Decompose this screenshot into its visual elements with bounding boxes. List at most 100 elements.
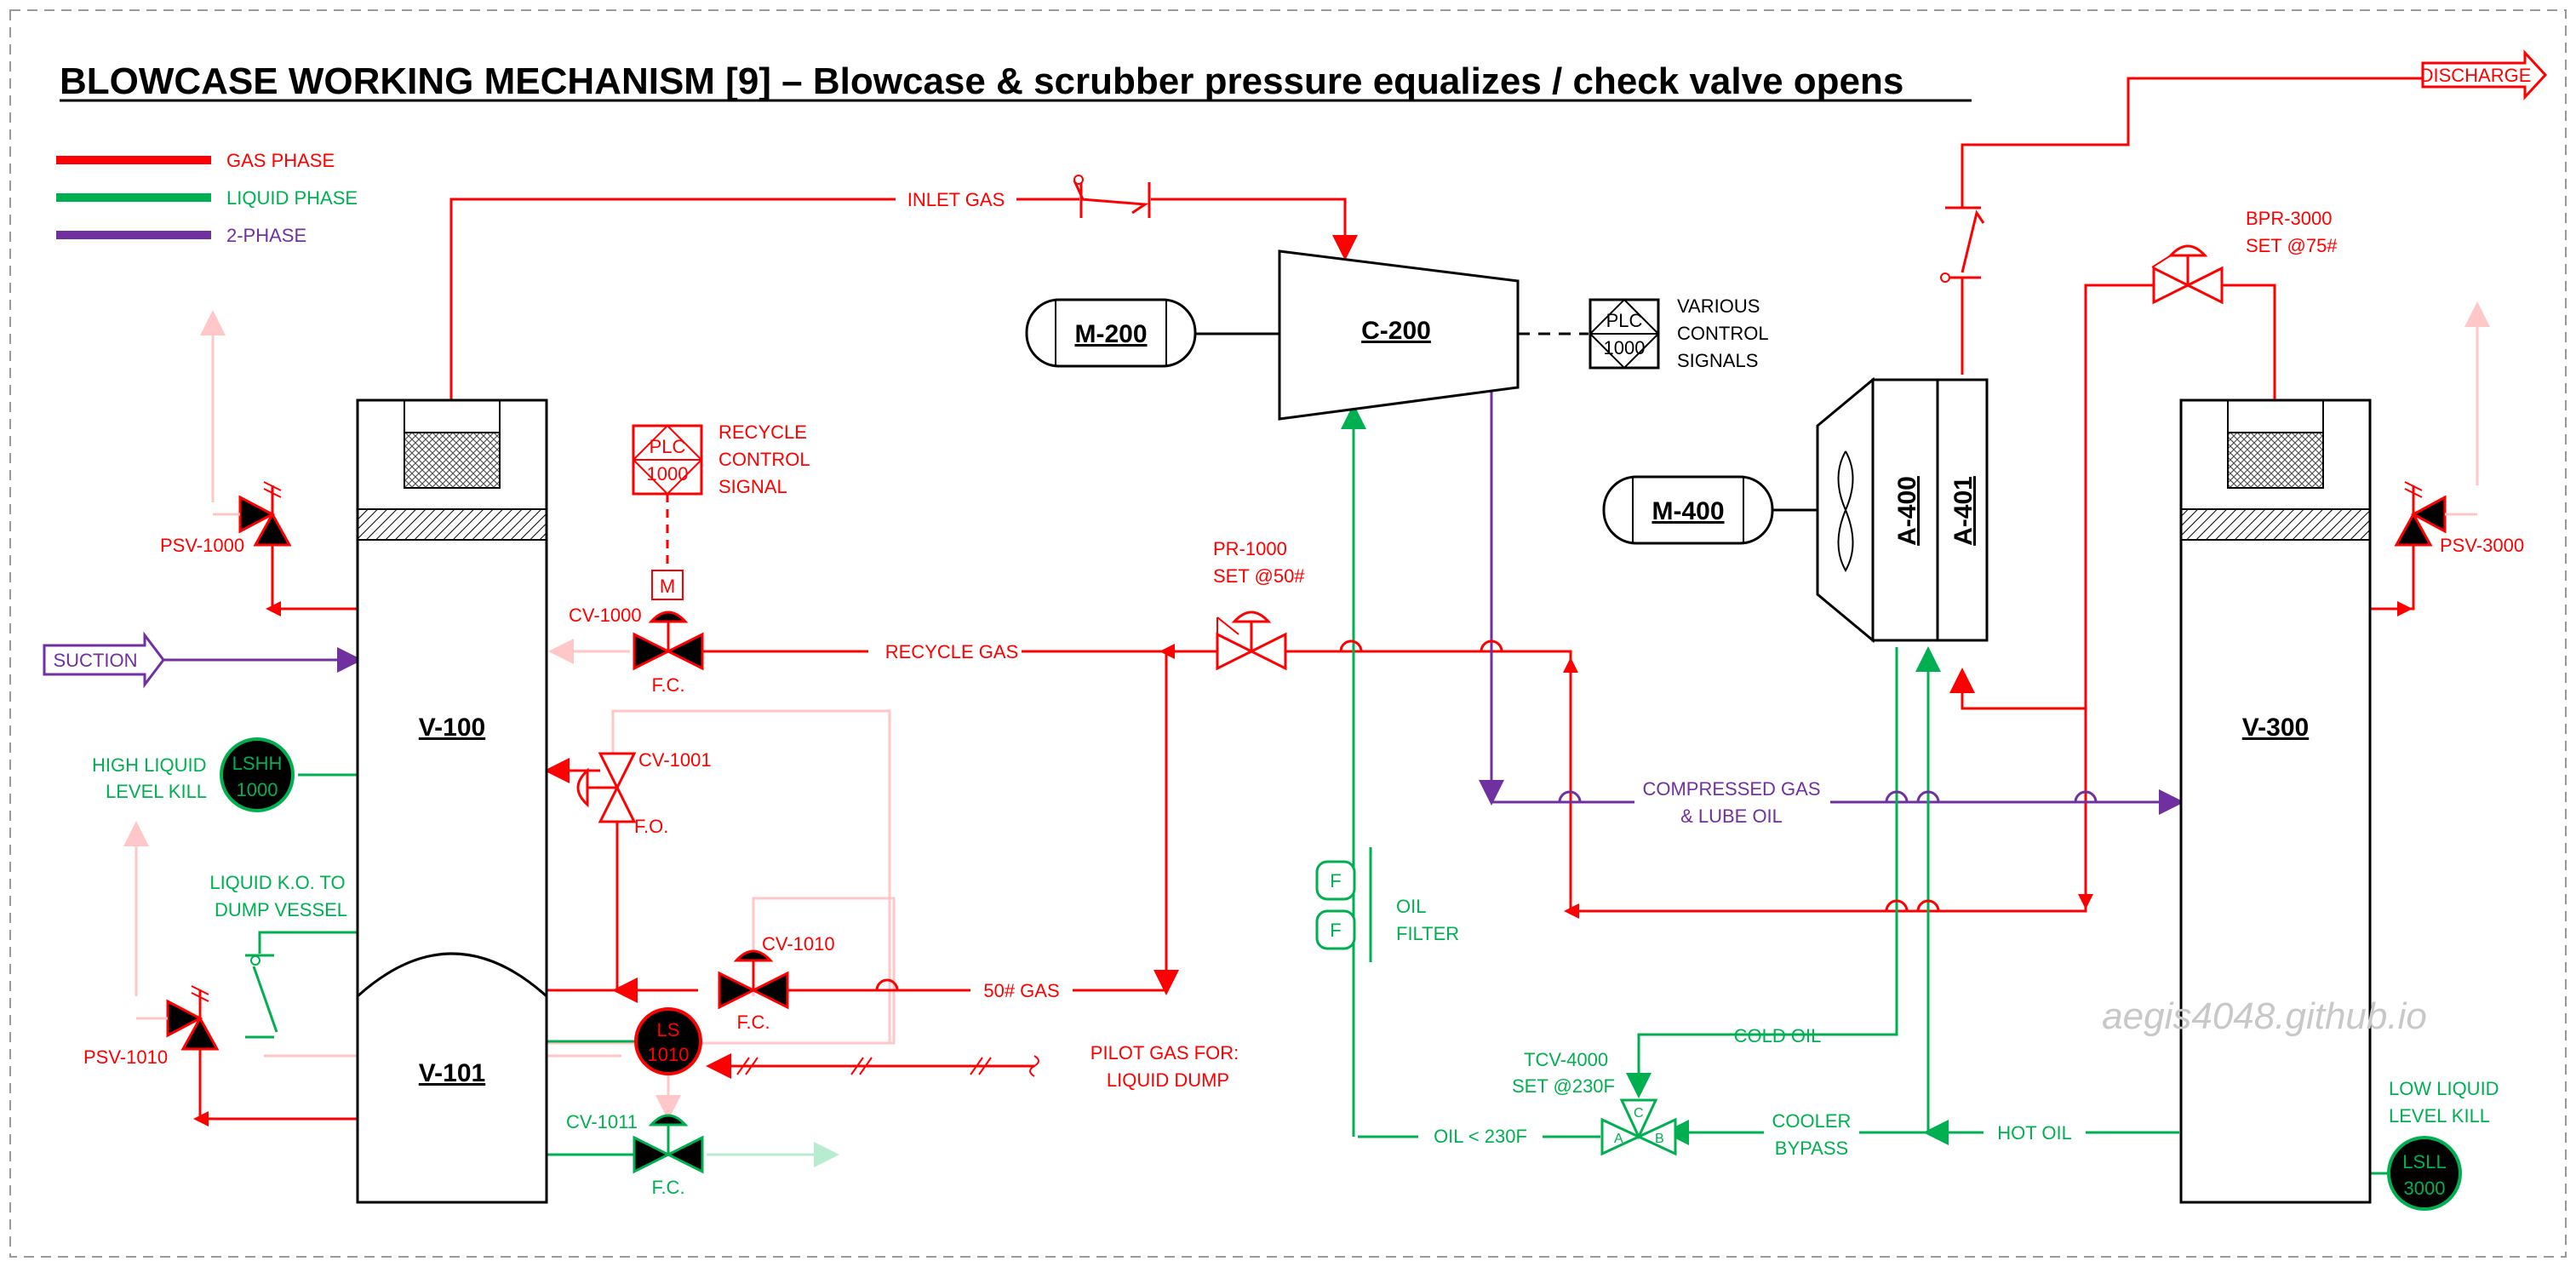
pilot-tick-5 bbox=[970, 1057, 983, 1075]
v100-body bbox=[356, 398, 548, 998]
low-liquid-label-2: LEVEL KILL bbox=[2389, 1105, 2490, 1127]
plc1000-recycle-diamond bbox=[632, 424, 703, 496]
recycle-control-label-1: RECYCLE bbox=[718, 421, 807, 443]
jump-6 bbox=[2074, 790, 2098, 803]
v100-tag: V-100 bbox=[419, 714, 485, 742]
legend: GAS PHASE LIQUID PHASE 2-PHASE bbox=[56, 150, 358, 246]
bpr3000-to-v300 bbox=[2209, 284, 2276, 400]
m200-tag: M-200 bbox=[1074, 320, 1147, 348]
oil-filter-2-letter: F bbox=[1330, 920, 1341, 941]
discharge-label: DISCHARGE bbox=[2420, 65, 2532, 86]
c200-compressor: C-200 bbox=[1194, 249, 1589, 421]
suction-flag: SUCTION bbox=[43, 631, 165, 689]
v101-vessel: V-101 bbox=[356, 952, 548, 1204]
a400-section bbox=[1871, 378, 1939, 642]
v300-to-psv3000 bbox=[2368, 545, 2415, 611]
v101-psv1010-line bbox=[198, 1039, 358, 1121]
oil-filter-2 bbox=[1315, 909, 1356, 950]
plc1000-various-text: PLC bbox=[1606, 310, 1643, 331]
psv1000-valve: PSV-1000 bbox=[160, 481, 292, 556]
cooler-loop-line bbox=[1532, 284, 2154, 913]
cv1010-label: CV-1010 bbox=[762, 933, 835, 955]
psv3000-valve: PSV-3000 bbox=[2394, 481, 2524, 556]
tcv4000-body bbox=[1600, 1098, 1677, 1156]
lsll3000-switch: LSLL 3000 LOW LIQUID LEVEL KILL bbox=[2387, 1078, 2499, 1211]
fan-icon bbox=[1837, 450, 1854, 573]
jump-1 bbox=[1339, 639, 1363, 652]
pilot-gas-label-2: LIQUID DUMP bbox=[1107, 1069, 1229, 1091]
tcv4000-valve: A B C TCV-4000 SET @230F bbox=[1512, 1049, 1677, 1156]
recycle-control-label-3: SIGNAL bbox=[718, 476, 787, 497]
v100-mesh-pad bbox=[404, 432, 501, 489]
bpr3000-actuator bbox=[2167, 244, 2208, 257]
liq-ko-label-2: DUMP VESSEL bbox=[215, 899, 347, 920]
cv1000-valve: M CV-1000 F.C. bbox=[569, 494, 704, 696]
oil-filters: F F OIL FILTER bbox=[1315, 847, 1459, 962]
c200-body bbox=[1278, 249, 1520, 421]
line-jumps bbox=[875, 639, 2098, 991]
bpr3000-valve: BPR-3000 SET @75# bbox=[2151, 208, 2338, 305]
pr1000-set: SET @50# bbox=[1213, 565, 1305, 587]
v100-vessel: V-100 bbox=[356, 398, 548, 998]
legend-gas-label: GAS PHASE bbox=[226, 150, 335, 171]
compressed-gas-label-1: COMPRESSED GAS bbox=[1642, 778, 1820, 800]
ls1010-body bbox=[634, 1007, 702, 1075]
discharge-check-mask bbox=[1954, 207, 1971, 278]
cv1000-motor-letter: M bbox=[660, 576, 675, 597]
psv1000-body bbox=[238, 495, 292, 547]
arrow-cooler-bottom bbox=[1564, 903, 1579, 919]
tcv4000-port-c: C bbox=[1634, 1106, 1644, 1121]
oil-lt-230-label: OIL < 230F bbox=[1434, 1126, 1527, 1147]
arrow-cooler-top bbox=[1563, 657, 1578, 673]
cv1010-valve: CV-1010 F.C. bbox=[718, 933, 835, 1033]
v300-vane-pack bbox=[2180, 508, 2371, 541]
psv3000-label: PSV-3000 bbox=[2440, 535, 2524, 556]
inlet-check-pivot bbox=[1073, 175, 1084, 185]
pilot-gas-ticks bbox=[736, 1055, 1039, 1077]
v101-tag: V-101 bbox=[419, 1059, 485, 1087]
m400-tag: M-400 bbox=[1652, 497, 1724, 525]
lshh1000-text: LSHH bbox=[232, 753, 283, 774]
v101-body bbox=[356, 952, 548, 1204]
oil-filter-label-1: OIL bbox=[1396, 896, 1426, 917]
compressed-gas-label-2: & LUBE OIL bbox=[1680, 805, 1783, 827]
cv1001-valve: CV-1001 F.O. bbox=[576, 749, 712, 837]
tcv4000-label: TCV-4000 bbox=[1524, 1049, 1608, 1070]
high-liquid-label-2: LEVEL KILL bbox=[106, 781, 207, 802]
discharge-check-flapper bbox=[1961, 209, 1985, 273]
stream-labels: INLET GAS RECYCLE GAS 50# GAS PILOT GAS … bbox=[209, 186, 2086, 1161]
v100-psv1000-line bbox=[271, 545, 358, 611]
cv1011-valve: CV-1011 F.C. bbox=[566, 1111, 704, 1198]
jump-3 bbox=[1558, 790, 1582, 803]
liq-ko-pivot bbox=[250, 955, 260, 966]
psv1010-body bbox=[166, 999, 220, 1051]
legend-two-phase-label: 2-PHASE bbox=[226, 225, 306, 246]
discharge-check-valve bbox=[1940, 206, 1985, 283]
lshh1000-switch: LSHH 1000 HIGH LIQUID LEVEL KILL bbox=[92, 737, 295, 812]
cv1001-actuator bbox=[576, 767, 589, 808]
m200-motor: M-200 bbox=[1025, 298, 1197, 368]
inlet-gas-label: INLET GAS bbox=[907, 189, 1005, 210]
pilot-gas-label-1: PILOT GAS FOR: bbox=[1091, 1042, 1239, 1063]
lsll3000-num: 3000 bbox=[2404, 1178, 2446, 1199]
liq-ko-flapper bbox=[252, 966, 278, 1033]
arrow-into-v100-top-left bbox=[266, 601, 281, 616]
oil-filter-1 bbox=[1315, 860, 1356, 901]
jump-5 bbox=[1916, 790, 1940, 803]
pilot-tick-1 bbox=[736, 1057, 750, 1075]
discharge-check-pivot bbox=[1940, 272, 1950, 283]
plc1000-various-num: 1000 bbox=[1604, 337, 1646, 358]
c200-tag: C-200 bbox=[1361, 317, 1431, 345]
jump-8 bbox=[1916, 899, 1940, 912]
cv1000-label: CV-1000 bbox=[569, 605, 642, 626]
plc1000-various: PLC 1000 VARIOUS CONTROL SIGNALS bbox=[1589, 295, 1769, 371]
diagram-title: BLOWCASE WORKING MECHANISM [9] – Blowcas… bbox=[60, 60, 1903, 102]
bpr3000-sense bbox=[2151, 255, 2172, 268]
tcv4000-port-a: A bbox=[1614, 1132, 1623, 1146]
various-label-1: VARIOUS bbox=[1677, 295, 1760, 317]
two-phase-lines bbox=[162, 392, 2184, 815]
cv1010-fc: F.C. bbox=[736, 1012, 770, 1033]
a400-tag: A-400 bbox=[1893, 476, 1921, 546]
pr1000-actuator bbox=[1231, 611, 1272, 623]
